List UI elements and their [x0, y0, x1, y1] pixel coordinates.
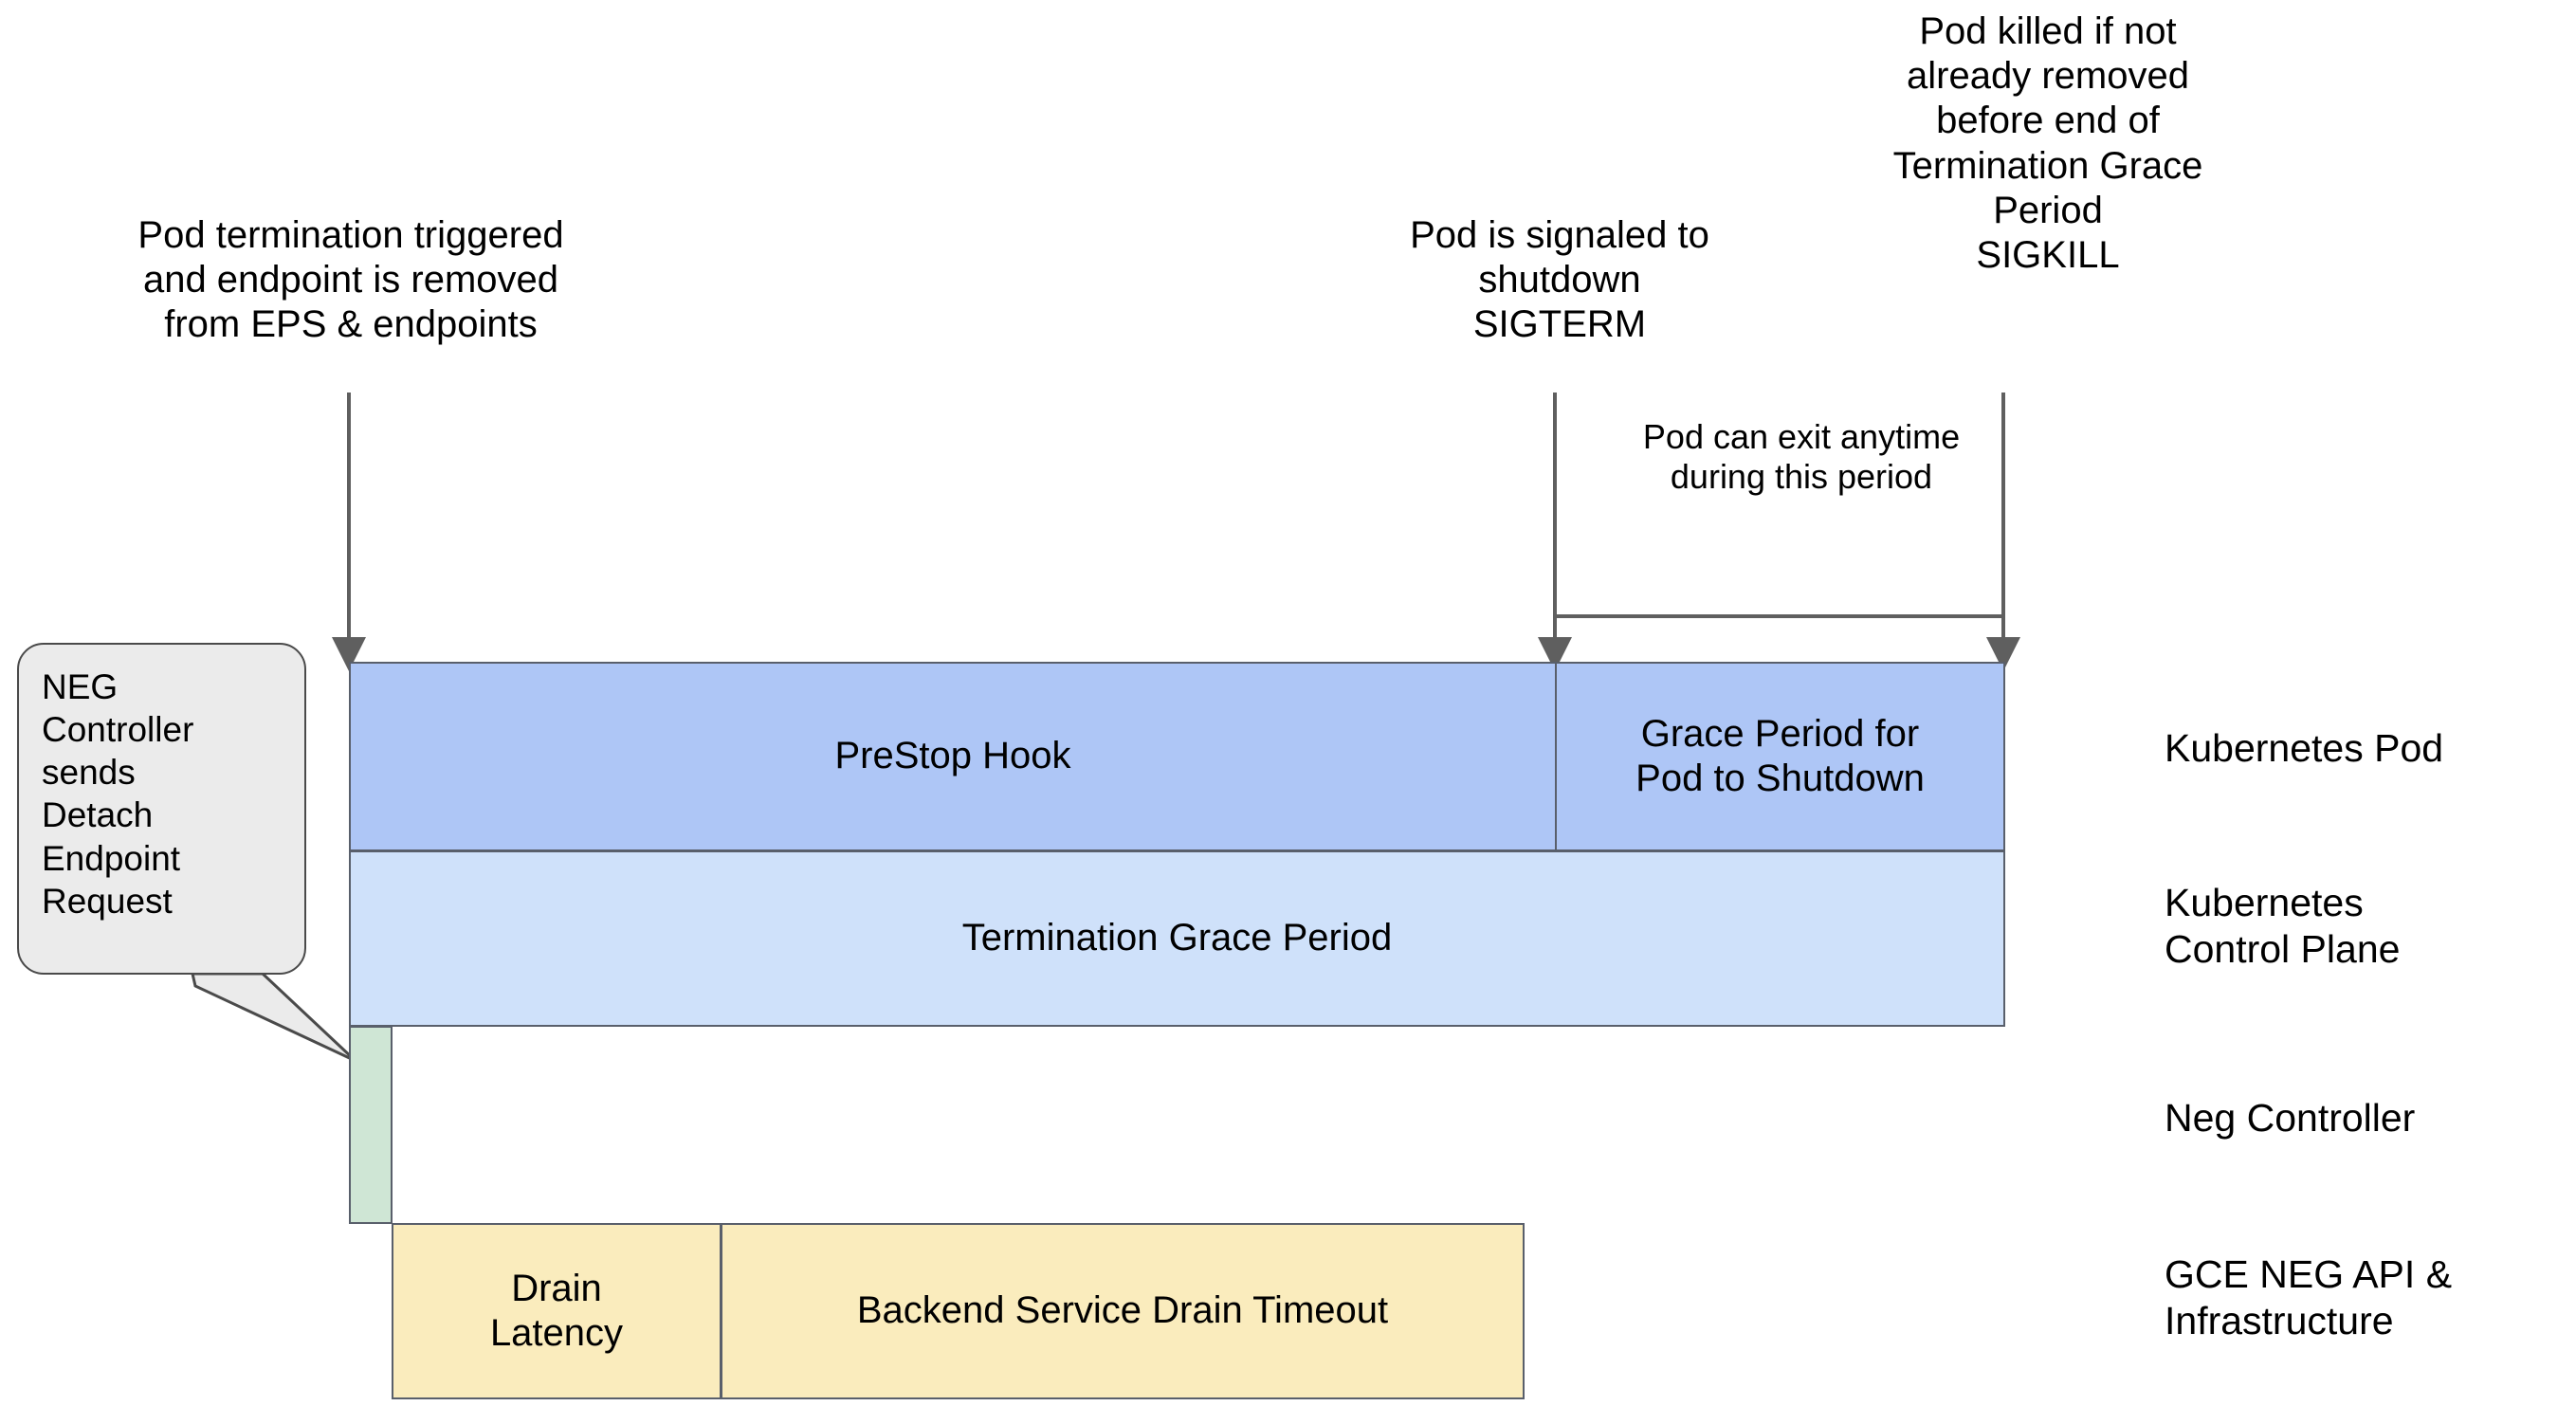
- bar-termination-grace-period[interactable]: Termination Grace Period: [349, 850, 2005, 1027]
- lane-label-kubernetes-control-plane: Kubernetes Control Plane: [2165, 881, 2401, 972]
- lane-label-kubernetes-pod: Kubernetes Pod: [2165, 726, 2444, 770]
- bar-neg-controller[interactable]: [349, 1026, 393, 1224]
- bar-backend-service-drain-timeout[interactable]: Backend Service Drain Timeout: [721, 1223, 1525, 1399]
- lane-label-neg-controller: Neg Controller: [2165, 1096, 2416, 1140]
- bar-prestop-hook[interactable]: PreStop Hook: [349, 662, 1557, 851]
- annotation-pod-can-exit-anytime: Pod can exit anytime during this period: [1642, 417, 1961, 497]
- bar-drain-latency[interactable]: Drain Latency: [392, 1223, 722, 1399]
- annotation-pod-termination-triggered: Pod termination triggered and endpoint i…: [137, 214, 564, 346]
- bubble-tail: [191, 972, 357, 1063]
- bar-grace-period[interactable]: Grace Period for Pod to Shutdown: [1555, 662, 2005, 851]
- callout-neg-controller-detach: NEG Controller sends Detach Endpoint Req…: [17, 643, 306, 975]
- annotation-pod-killed-sigkill: Pod killed if not already removed before…: [1892, 10, 2203, 276]
- lane-label-gce-neg-api: GCE NEG API & Infrastructure: [2165, 1252, 2453, 1343]
- annotation-pod-signaled-shutdown: Pod is signaled to shutdown SIGTERM: [1410, 214, 1709, 346]
